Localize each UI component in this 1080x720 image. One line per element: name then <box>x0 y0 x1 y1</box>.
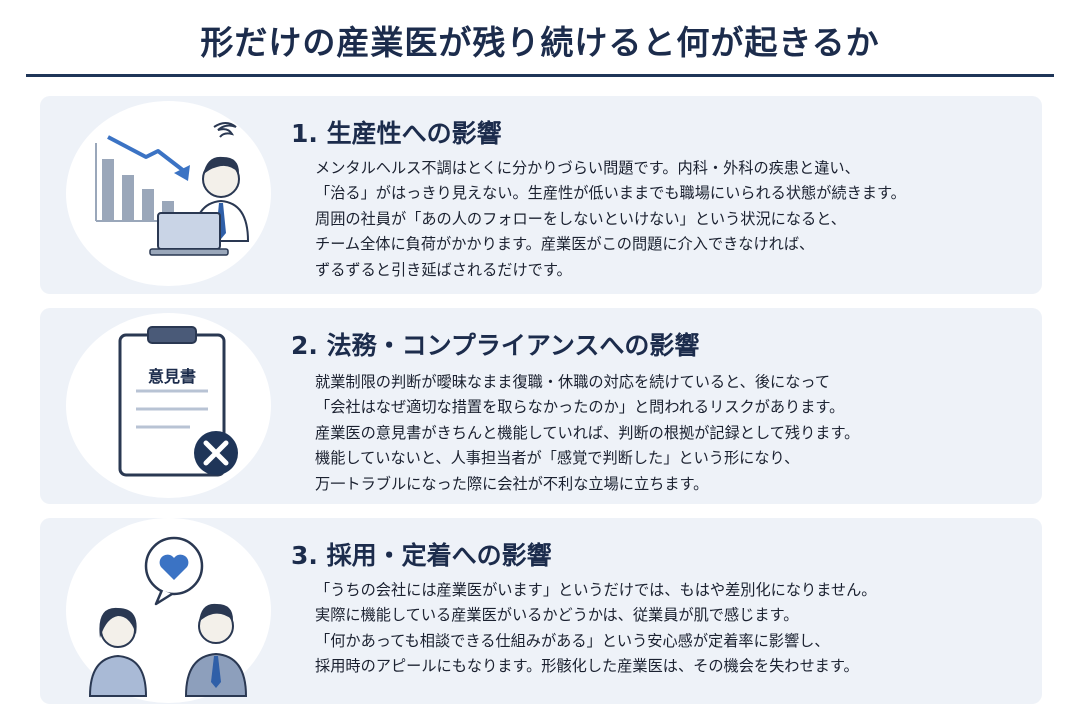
section-heading: 1. 生産性への影響 <box>291 119 502 148</box>
section-productivity: 1. 生産性への影響 メンタルヘルス不調はとくに分かりづらい問題です。内科・外科… <box>40 96 1042 294</box>
body-line: 万一トラブルになった際に会社が不利な立場に立ちます。 <box>315 474 709 493</box>
section-body: 「うちの会社には産業医がいます」というだけでは、もはや差別化になりません。 実際… <box>315 578 1030 680</box>
page-title: 形だけの産業医が残り続けると何が起きるか <box>200 23 880 62</box>
document-label: 意見書 <box>147 367 196 386</box>
section-legal-compliance: 意見書 2. 法務・コンプライアンスへの影響 就業制限の判断が曖昧なまま復職・休… <box>40 308 1042 504</box>
body-line: 「何かあっても相談できる仕組みがある」という安心感が定着率に影響し、 <box>315 631 830 650</box>
section-body: メンタルヘルス不調はとくに分かりづらい問題です。内科・外科の疾患と違い、 「治る… <box>315 156 1030 283</box>
declining-productivity-worker-icon <box>66 101 271 286</box>
consultation-heart-icon <box>66 518 271 703</box>
body-line: 「会社はなぜ適切な措置を取らなかったのか」と問われるリスクがあります。 <box>315 398 845 417</box>
body-line: 「治る」がはっきり見えない。生産性が低いままでも職場にいられる状態が続きます。 <box>315 184 906 203</box>
body-line: 機能していないと、人事担当者が「感覚で判断した」という形になり、 <box>315 449 800 468</box>
body-line: 「うちの会社には産業医がいます」というだけでは、もはや差別化になりません。 <box>315 581 877 599</box>
body-line: 産業医の意見書がきちんと機能していれば、判断の根拠が記録として残ります。 <box>315 423 860 442</box>
section-heading: 3. 採用・定着への影響 <box>291 541 552 570</box>
body-line: 就業制限の判断が曖昧なまま復職・休職の対応を続けていると、後になって <box>315 373 831 391</box>
body-line: チーム全体に負荷がかかります。産業医がこの問題に介入できなければ、 <box>315 235 815 254</box>
body-line: メンタルヘルス不調はとくに分かりづらい問題です。内科・外科の疾患と違い、 <box>315 159 860 177</box>
section-recruitment-retention: 3. 採用・定着への影響 「うちの会社には産業医がいます」というだけでは、もはや… <box>40 518 1042 704</box>
title-divider <box>26 74 1054 77</box>
rejected-opinion-document-icon: 意見書 <box>66 313 271 498</box>
section-body: 就業制限の判断が曖昧なまま復職・休職の対応を続けていると、後になって 「会社はな… <box>315 370 1030 497</box>
body-line: 実際に機能している産業医がいるかどうかは、従業員が肌で感じます。 <box>315 606 799 625</box>
body-line: 周囲の社員が「あの人のフォローをしないといけない」という状況になると、 <box>315 209 846 228</box>
section-heading: 2. 法務・コンプライアンスへの影響 <box>291 331 700 360</box>
body-line: ずるずると引き延ばされるだけです。 <box>315 260 572 279</box>
body-line: 採用時のアピールにもなります。形骸化した産業医は、その機会を失わせます。 <box>315 657 859 676</box>
